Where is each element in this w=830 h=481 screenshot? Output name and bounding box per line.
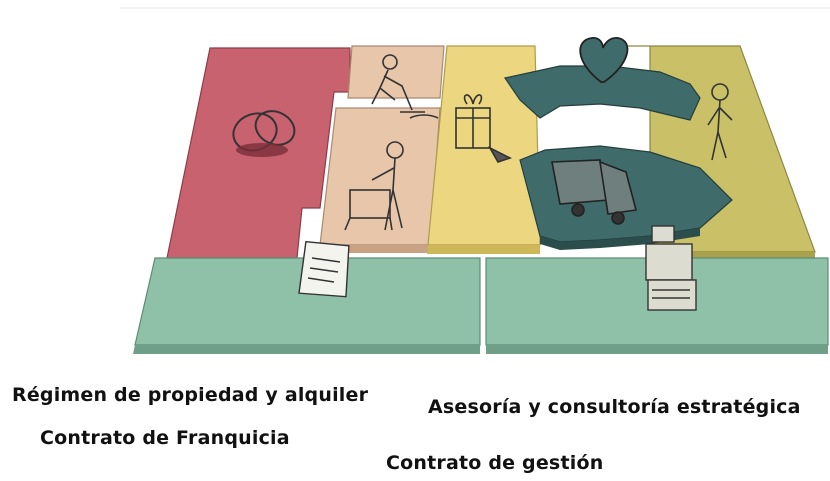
heart-icon xyxy=(579,37,629,83)
caption-franchise-contract: Contrato de Franquicia xyxy=(40,427,290,449)
value-proposition-block xyxy=(427,45,541,254)
document-icon xyxy=(298,240,350,298)
digging-person-icon xyxy=(371,54,439,119)
worker-at-bench-icon xyxy=(344,141,404,231)
caption-strategic-consulting: Asesoría y consultoría estratégica xyxy=(428,396,801,418)
cash-register-icon xyxy=(645,225,697,311)
gift-box-icon xyxy=(455,94,513,163)
person-standing-icon xyxy=(707,83,733,161)
delivery-truck-icon xyxy=(551,159,638,225)
caption-property-regime: Régimen de propiedad y alquiler xyxy=(12,384,369,406)
caption-management-contract: Contrato de gestión xyxy=(386,452,604,474)
rings-icon xyxy=(232,110,296,157)
cost-structure-block xyxy=(133,257,481,354)
